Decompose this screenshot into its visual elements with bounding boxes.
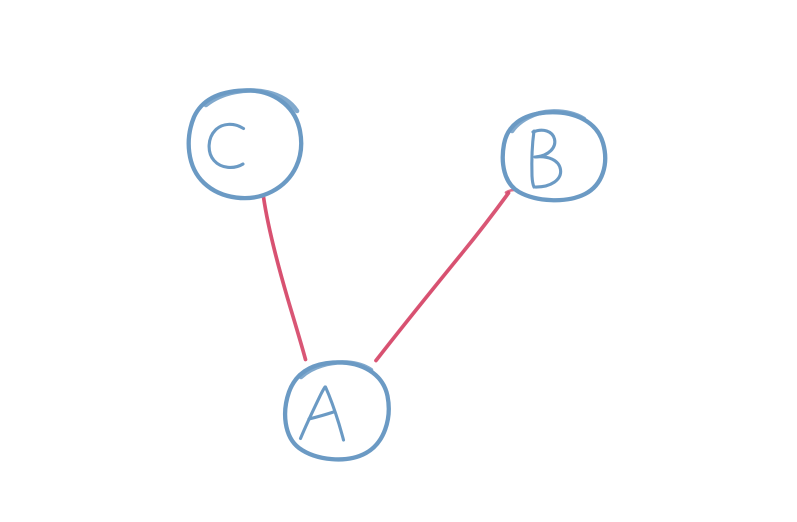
edges-layer xyxy=(261,188,520,363)
edge-c-a-stroke[interactable] xyxy=(261,195,308,362)
node-a-outline-overdraw xyxy=(298,360,374,380)
node-b-outline-overdraw xyxy=(509,109,587,134)
node-c-label xyxy=(207,122,246,169)
glyph-letter-a-right-leg xyxy=(323,385,346,442)
node-c-outline[interactable] xyxy=(186,88,304,201)
edge-a-b-stroke-overlay xyxy=(377,249,466,359)
glyph-letter-c xyxy=(207,122,246,169)
edge-c-a-stroke-overlay xyxy=(262,197,290,302)
node-b-label xyxy=(530,128,563,189)
node-b-outline[interactable] xyxy=(500,110,608,203)
node-a-label xyxy=(298,385,346,442)
glyph-letter-b-upper-bowl xyxy=(531,128,557,159)
node-a[interactable]: A xyxy=(282,360,391,462)
node-c-outline-overdraw xyxy=(203,88,300,114)
glyph-letter-b-lower-bowl xyxy=(532,155,563,189)
node-b[interactable]: B xyxy=(500,109,608,203)
glyph-letter-a-left-leg xyxy=(298,385,327,441)
glyph-letter-a-crossbar xyxy=(307,410,336,421)
edge-a-b-stroke[interactable] xyxy=(374,191,511,363)
edge-a-b[interactable] xyxy=(374,188,520,363)
edge-c-a[interactable] xyxy=(261,195,308,362)
glyph-letter-b-stem xyxy=(530,129,536,189)
node-c[interactable]: C xyxy=(186,88,304,201)
node-a-outline[interactable] xyxy=(282,360,391,462)
